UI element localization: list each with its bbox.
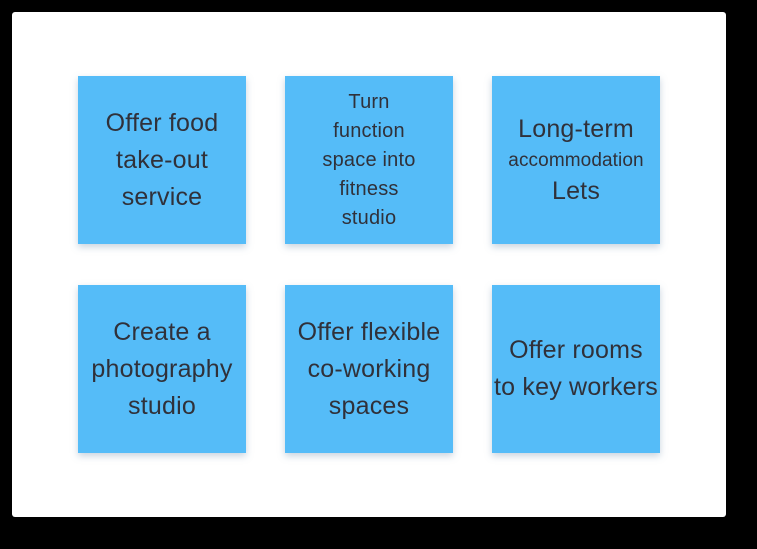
sticky-note-key-workers[interactable]: Offer rooms to key workers bbox=[492, 285, 660, 453]
sticky-note-text: Offer flexible co-working spaces bbox=[297, 317, 441, 420]
sticky-note-text-line: accommodation bbox=[508, 149, 644, 171]
sticky-note-text-line: Long-term bbox=[518, 114, 634, 143]
sticky-note-text: Offer rooms to key workers bbox=[494, 336, 658, 401]
sticky-note-text-line: Lets bbox=[551, 176, 601, 205]
sticky-note-coworking-spaces[interactable]: Offer flexible co-working spaces bbox=[285, 285, 453, 453]
sticky-note-text: Create a photography studio bbox=[91, 317, 233, 420]
whiteboard-canvas[interactable]: Offer food take-out service Turn functio… bbox=[12, 12, 726, 517]
sticky-notes-grid: Offer food take-out service Turn functio… bbox=[12, 12, 726, 517]
sticky-note-fitness-studio[interactable]: Turn function space into fitness studio bbox=[285, 76, 453, 244]
sticky-note-photography-studio[interactable]: Create a photography studio bbox=[78, 285, 246, 453]
sticky-note-text: Turn function space into fitness studio bbox=[322, 90, 416, 229]
sticky-note-text: Offer food take-out service bbox=[105, 108, 219, 211]
sticky-note-long-term-lets[interactable]: Long-term accommodation Lets bbox=[492, 76, 660, 244]
sticky-note-food-takeout[interactable]: Offer food take-out service bbox=[78, 76, 246, 244]
